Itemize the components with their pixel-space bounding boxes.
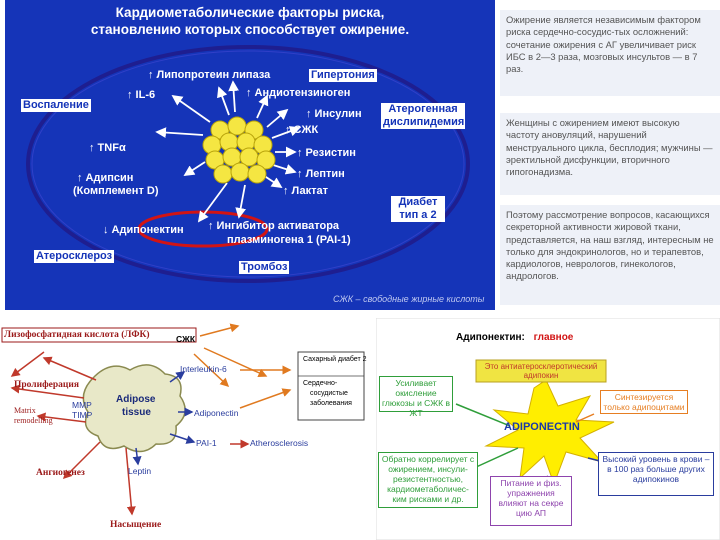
label-complement-d: (Комплемент D) [73, 185, 159, 197]
label-adipsin: ↑ Адипсин [77, 172, 134, 184]
label-adipose-1: Adipose [116, 394, 156, 405]
label-cardio-3: заболевания [310, 400, 352, 407]
dyslipidemia-line-2: дислипидемия [383, 116, 465, 128]
label-angiogenesis: Ангиогенез [36, 468, 85, 478]
adipocyte-cluster [202, 116, 276, 184]
label-szhk-bl: СЖК [176, 334, 196, 344]
adipose-cloud [82, 364, 186, 453]
label-adiponectin: ↓ Адипонектин [103, 224, 184, 236]
box-nutrition: Питание и физ. упражнения влияют на секр… [490, 476, 572, 526]
box-thrombosis: Тромбоз [239, 261, 290, 274]
label-interleukin: Interleukin-6 [180, 364, 227, 374]
label-leptin: ↑ Лептин [297, 168, 345, 180]
label-diabetes-bl: Сахарный диабет 2 [303, 356, 367, 363]
adipose-graphics [1, 323, 365, 516]
label-cardio-2: сосудистые [310, 390, 348, 397]
banner-line-1: Это антиатеросклеротический [484, 362, 598, 371]
adipose-tissue-diagram: Лизофосфатидная кислота (ЛФК) СЖК Пролиф… [0, 318, 370, 540]
label-pai-1: ↑ Ингибитор активатора [208, 220, 340, 232]
label-atherosclerosis-bl: Atherosclerosis [250, 438, 309, 448]
adiponectin-header: Адипонектин: главное [456, 332, 573, 343]
label-cardio-1: Сердечно- [303, 380, 338, 387]
label-tnfa: ↑ TNFα [89, 142, 126, 154]
label-szhk: ↑ СЖК [285, 124, 319, 136]
adiponectin-star [484, 379, 615, 486]
adiponectin-panel: Адипонектин: главное Это антиатеросклеро… [376, 318, 720, 540]
label-lipoprotein-lipase: ↑ Липопротеин липаза [148, 69, 271, 81]
header-red: главное [533, 332, 574, 343]
label-leptin-bl: Leptin [128, 466, 152, 476]
label-resistin: ↑ Резистин [297, 147, 356, 159]
box-oxidation: Усиливает окисление глюкозы и СЖК в ЖТ [379, 376, 453, 418]
header-black: Адипонектин: [456, 332, 525, 343]
diagram-title: Кардиометаболические факторы риска, стан… [5, 4, 495, 38]
box-correlation: Обратно коррелирует с ожирением, инсули-… [378, 452, 478, 508]
label-insulin: ↑ Инсулин [306, 108, 362, 120]
paragraph-1: Ожирение является независимым фактором р… [500, 10, 720, 96]
label-pai: PAI-1 [196, 438, 217, 448]
label-lpa: Лизофосфатидная кислота (ЛФК) [4, 330, 150, 340]
star-label: ADIPONECTIN [504, 421, 580, 433]
label-mmp: MMP [72, 400, 92, 410]
paragraph-2: Женщины с ожирением имеют высокую частот… [500, 113, 720, 195]
banner: Это антиатеросклеротический адипокин [476, 362, 606, 380]
label-pai-2: плазминогена 1 (PAI-1) [227, 234, 351, 246]
title-line-1: Кардиометаболические факторы риска, [115, 5, 385, 20]
box-dyslipidemia: Атерогенная дислипидемия [381, 103, 465, 129]
label-adiponectin-bl: Adiponectin [194, 408, 239, 418]
box-hypertension: Гипертония [309, 69, 377, 82]
label-timp: TIMP [72, 410, 93, 420]
box-atherosclerosis: Атеросклероз [34, 250, 115, 263]
label-angiotensinogen: ↑ Андиотензиноген [246, 87, 351, 99]
box-level: Высокий уровень в крови – в 100 раз боль… [598, 452, 714, 496]
label-matrix: Matrix [14, 406, 36, 415]
diabetes-line-2: тип а 2 [399, 209, 437, 221]
banner-line-2: адипокин [523, 371, 559, 380]
label-lactate: ↑ Лактат [283, 185, 329, 197]
label-remodelling: remodelling [14, 416, 53, 425]
text-panel: Ожирение является независимым фактором р… [500, 0, 720, 310]
box-synthesis: Синтезируется только адипоцитами [600, 390, 688, 414]
outer-ellipse-inner [31, 50, 465, 278]
box-diabetes: Диабет тип а 2 [391, 196, 445, 222]
title-line-2: становлению которых способствует ожирени… [90, 22, 410, 37]
adiponectin-graphics [376, 318, 720, 540]
footnote: СЖК – свободные жирные кислоты [333, 294, 485, 304]
outer-ellipse [26, 45, 470, 283]
box-inflammation: Воспаление [21, 99, 91, 112]
label-satiety: Насыщение [110, 520, 162, 530]
label-adipose-2: tissue [122, 407, 151, 418]
diagram-graphics [26, 45, 470, 283]
adiposity-risk-diagram: Кардиометаболические факторы риска, стан… [5, 0, 495, 310]
label-proliferation: Пролиферация [14, 380, 80, 390]
label-il6: ↑ IL-6 [127, 89, 156, 101]
paragraph-3: Поэтому рассмотрение вопросов, касающихс… [500, 205, 720, 305]
diabetes-line-1: Диабет [398, 196, 438, 208]
dyslipidemia-line-1: Атерогенная [388, 103, 458, 115]
